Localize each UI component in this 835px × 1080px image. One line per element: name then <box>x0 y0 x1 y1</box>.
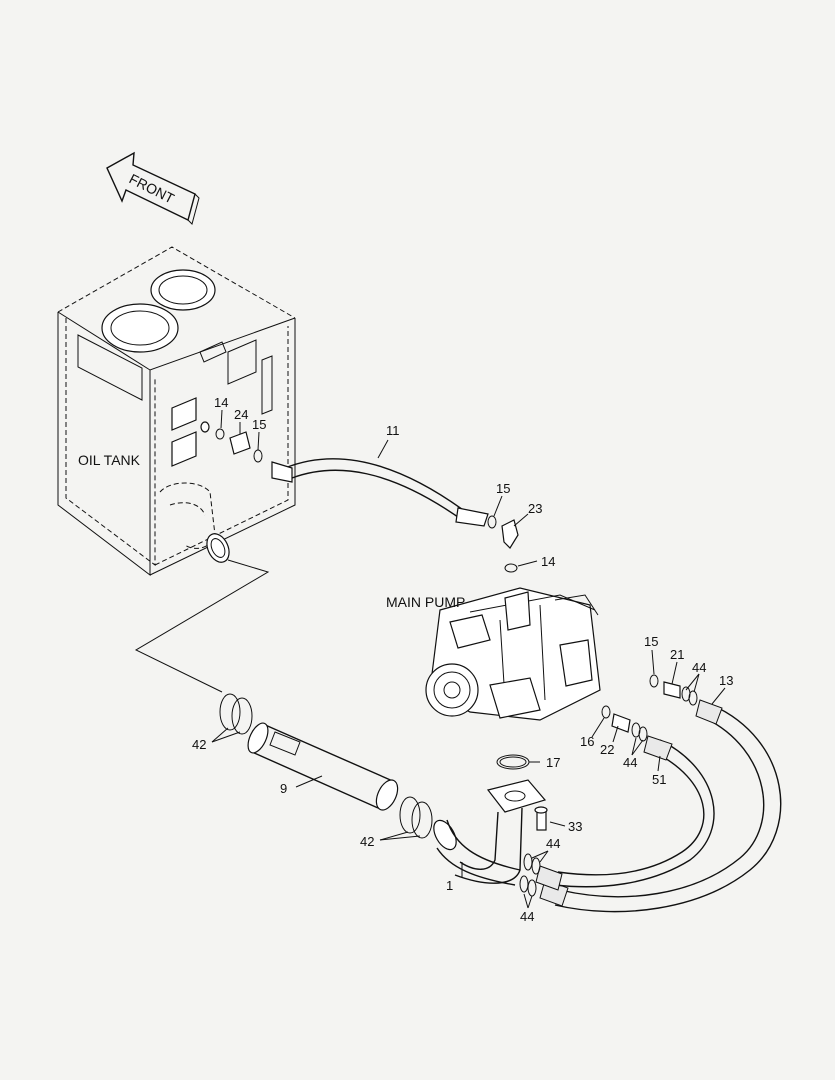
tank-fittings <box>200 421 263 463</box>
clamps-44-lower <box>519 853 541 897</box>
part-label-33: 33 <box>568 819 582 834</box>
oil-tank-label: OIL TANK <box>78 452 141 468</box>
front-label: FRONT <box>127 170 178 206</box>
leader-tank-to-hose <box>134 559 270 693</box>
part-label-42-lower: 42 <box>360 834 374 849</box>
part-label-13: 13 <box>719 673 733 688</box>
part-label-44-pipe-upper: 44 <box>546 836 560 851</box>
part-label-21: 21 <box>670 647 684 662</box>
part-label-11: 11 <box>386 423 400 438</box>
clamps-42-upper <box>219 693 253 735</box>
part-label-17: 17 <box>546 755 560 770</box>
hose-9 <box>247 722 399 811</box>
part-label-14-pump: 14 <box>541 554 555 569</box>
part-label-44-pipe-lower: 44 <box>520 909 534 924</box>
part-label-16: 16 <box>580 734 594 749</box>
part-label-23: 23 <box>528 501 542 516</box>
part-label-15-pump: 15 <box>644 634 658 649</box>
part-label-1: 1 <box>446 878 453 893</box>
part-label-9: 9 <box>280 781 287 796</box>
front-arrow: FRONT <box>106 151 200 225</box>
part-label-22: 22 <box>600 742 614 757</box>
main-pump <box>425 587 601 721</box>
part-label-14-tank: 14 <box>214 395 228 410</box>
part-label-42-upper: 42 <box>192 737 206 752</box>
main-pump-label: MAIN PUMP <box>386 594 465 610</box>
elbow-23 <box>501 519 519 549</box>
part-label-44-upper: 44 <box>692 660 706 675</box>
part-label-24: 24 <box>234 407 248 422</box>
part-label-15-tank: 15 <box>252 417 266 432</box>
hose-13 <box>539 699 782 913</box>
oil-tank <box>57 246 296 577</box>
hose-11 <box>271 458 489 527</box>
suction-pipe-1 <box>433 779 547 886</box>
clamps-42-lower <box>399 796 433 839</box>
pump-outlet-fittings <box>601 674 698 742</box>
hose-51 <box>535 735 715 891</box>
leader-lines <box>211 409 726 909</box>
part-label-51: 51 <box>652 772 666 787</box>
part-label-15-hose: 15 <box>496 481 510 496</box>
bolt-33 <box>534 806 548 831</box>
part-label-44-mid: 44 <box>623 755 637 770</box>
